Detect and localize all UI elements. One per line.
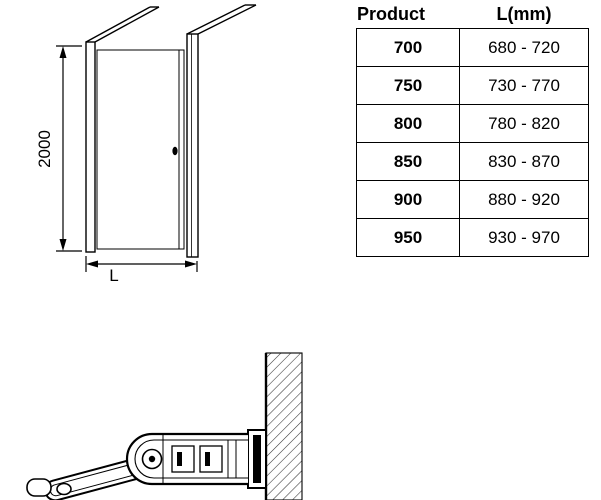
glass-door-panel xyxy=(96,49,185,250)
shower-door-drawing: 2000 xyxy=(35,4,257,285)
product-cell: 850 xyxy=(356,142,460,181)
size-grid: 700 680 - 720 750 730 - 770 800 780 - 82… xyxy=(356,28,589,257)
height-dimension xyxy=(56,45,82,252)
table-row: 750 730 - 770 xyxy=(356,66,589,105)
product-cell: 950 xyxy=(356,218,460,257)
table-header-row: Product L(mm) xyxy=(356,1,589,28)
table-row: 850 830 - 870 xyxy=(356,142,589,181)
col-header-product: Product xyxy=(357,4,426,24)
hinge-pivot xyxy=(141,448,163,470)
range-cell: 880 - 920 xyxy=(459,180,589,219)
arrow-right-icon xyxy=(185,260,197,268)
wall-section xyxy=(264,352,303,500)
height-dimension-label: 2000 xyxy=(35,130,54,168)
door-profile-body xyxy=(125,432,248,486)
range-cell: 930 - 970 xyxy=(459,218,589,257)
product-cell: 750 xyxy=(356,66,460,105)
hinge-section-drawing xyxy=(26,352,303,500)
left-wall-profile xyxy=(85,6,160,253)
range-cell: 830 - 870 xyxy=(459,142,589,181)
range-cell: 780 - 820 xyxy=(459,104,589,143)
table-row: 700 680 - 720 xyxy=(356,28,589,67)
width-dimension-label: L xyxy=(109,266,118,285)
product-cell: 700 xyxy=(356,28,460,67)
wall-mounting-bracket xyxy=(247,429,267,489)
range-cell: 730 - 770 xyxy=(459,66,589,105)
table-row: 800 780 - 820 xyxy=(356,104,589,143)
right-wall-profile xyxy=(186,4,257,258)
door-handle xyxy=(172,146,178,156)
door-end-ring xyxy=(56,482,72,496)
arrow-down-icon xyxy=(59,239,67,251)
range-cell: 680 - 720 xyxy=(459,28,589,67)
product-cell: 900 xyxy=(356,180,460,219)
col-header-lmm: L(mm) xyxy=(496,4,552,24)
arrow-up-icon xyxy=(59,46,67,58)
width-dimension xyxy=(85,256,198,272)
arrow-left-icon xyxy=(86,260,98,268)
open-door-panel xyxy=(26,456,154,500)
product-spec-table: Product L(mm) 700 680 - 720 750 730 - 77… xyxy=(356,1,589,257)
door-end-cap xyxy=(26,478,52,497)
table-row: 950 930 - 970 xyxy=(356,218,589,257)
table-row: 900 880 - 920 xyxy=(356,180,589,219)
product-cell: 800 xyxy=(356,104,460,143)
